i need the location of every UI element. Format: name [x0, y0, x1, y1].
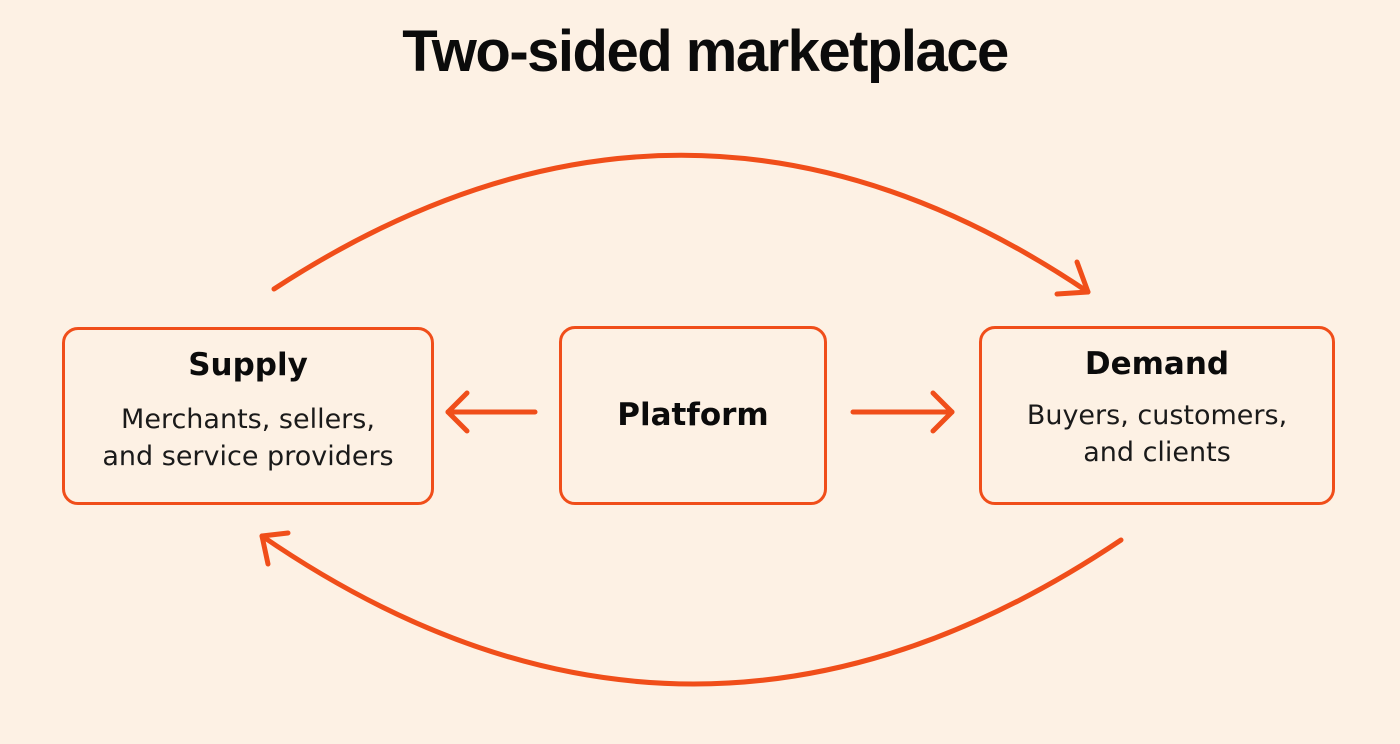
platform-box: Platform [559, 326, 827, 505]
supply-description: Merchants, sellers, and service provider… [102, 404, 394, 472]
diagram-title: Two-sided marketplace [402, 19, 1009, 84]
arc-arrow-demand-to-supply [259, 530, 1124, 687]
arc-arrow-supply-to-demand [271, 152, 1091, 297]
platform-heading: Platform [617, 397, 769, 433]
supply-heading: Supply [188, 347, 308, 383]
demand-box: Demand Buyers, customers, and clients [979, 326, 1335, 505]
arrow-platform-to-supply [445, 390, 538, 434]
supply-box: Supply Merchants, sellers, and service p… [62, 327, 434, 505]
demand-heading: Demand [1084, 346, 1230, 382]
demand-description: Buyers, customers, and clients [1026, 400, 1288, 468]
arrow-platform-to-demand [850, 390, 955, 434]
